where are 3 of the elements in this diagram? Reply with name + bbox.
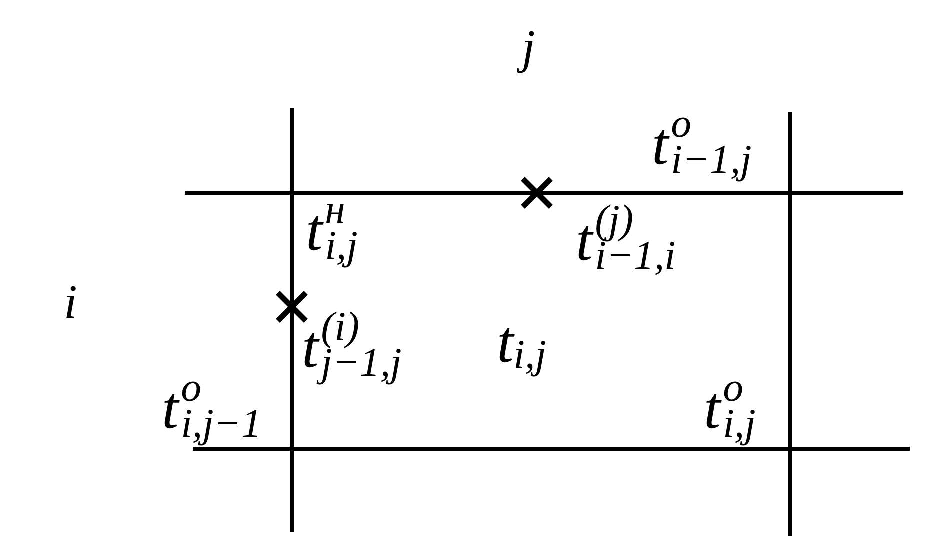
- variable-label: t$_{i,j}$: [496, 308, 548, 380]
- index-label: i: [63, 274, 78, 331]
- index-label: j: [516, 11, 542, 83]
